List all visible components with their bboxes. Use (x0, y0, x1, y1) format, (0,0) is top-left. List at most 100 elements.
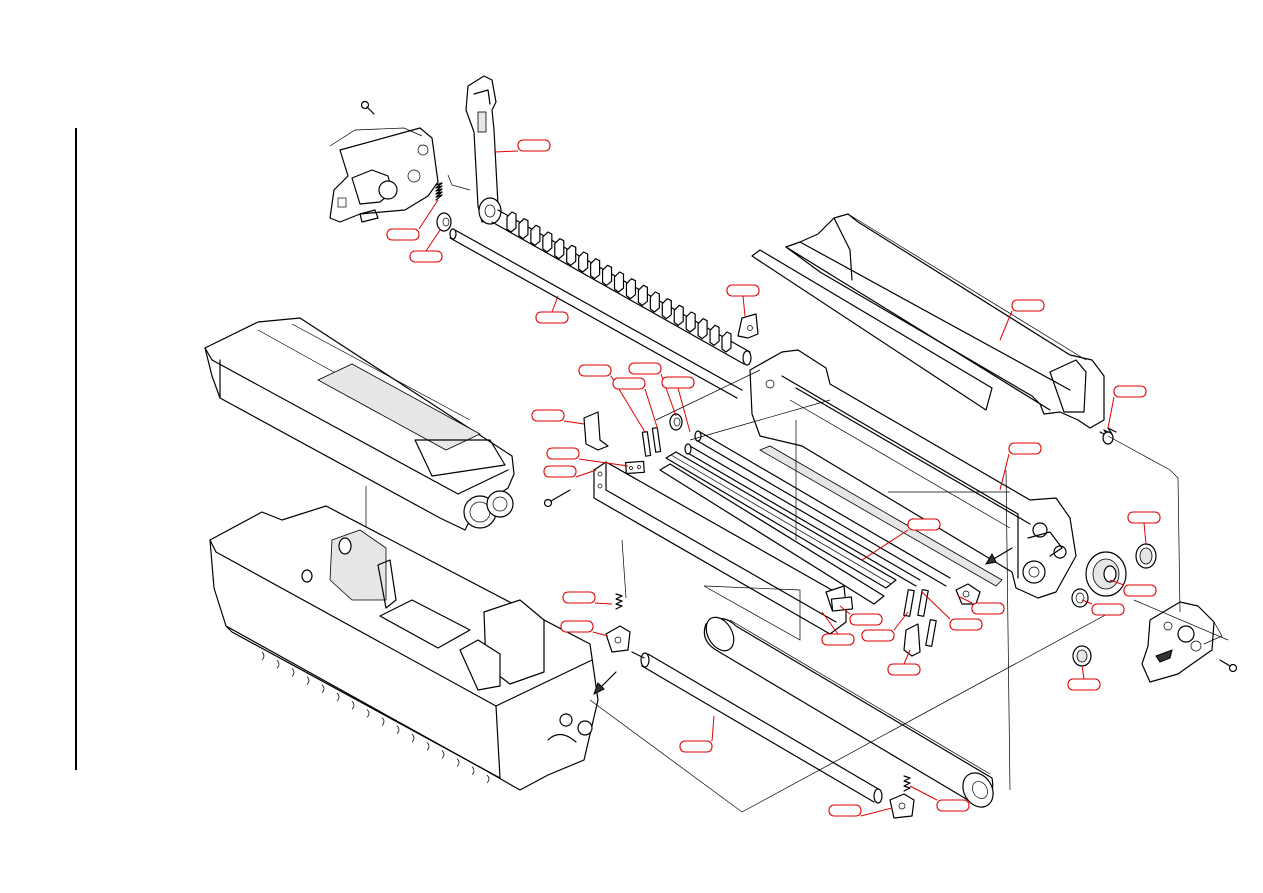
leader-spring-plate (1107, 435, 1181, 613)
auger-coil (506, 211, 517, 233)
clip-left (583, 411, 609, 451)
auger-coil (673, 304, 684, 326)
callout-leader (594, 602, 613, 605)
doctor-blade (665, 451, 897, 589)
hopper-rib (471, 766, 475, 776)
callout-leader (418, 199, 439, 230)
felt-pad-right (830, 596, 854, 612)
leader-plate-screw (1203, 621, 1223, 645)
callout-box (535, 311, 569, 324)
callout-box (560, 620, 594, 633)
callout-leader (578, 458, 629, 467)
callout-leader (1081, 665, 1085, 680)
film-strip (659, 463, 885, 605)
mixing-rod-2 (694, 430, 951, 587)
insert-arrow-hopper (593, 671, 617, 696)
callout-leader (551, 295, 559, 313)
spring-right (1099, 427, 1117, 445)
insert-arrow-housing (984, 547, 1013, 565)
callout-leader (677, 387, 691, 433)
spring-bottom-right (903, 775, 911, 792)
supply-roller (631, 651, 883, 804)
hopper-rib (381, 717, 385, 726)
auger-coil (542, 231, 553, 253)
auger-coil (649, 291, 660, 313)
end-cap-small (955, 583, 981, 605)
end-plate-left (329, 127, 439, 223)
hopper-rib (411, 733, 415, 743)
pad-pair-left (641, 427, 662, 457)
gear-small (1071, 588, 1089, 608)
callout-leader (493, 150, 519, 153)
bushing-center (669, 413, 683, 431)
callout-leader (839, 605, 851, 615)
screw-right (1219, 659, 1238, 673)
leader-spring (447, 174, 471, 191)
leader-screw-plate (329, 127, 423, 147)
callout-box (849, 613, 883, 626)
callout-labels (386, 139, 1161, 817)
hopper-rib (321, 684, 325, 694)
callout-box (887, 663, 921, 676)
auger-coil (590, 258, 601, 280)
callout-leader (999, 310, 1013, 341)
hopper-rib (486, 774, 490, 784)
bearing-left (605, 625, 631, 653)
callout-leader (575, 469, 597, 478)
callout-box (971, 602, 1005, 615)
auger-coil (518, 218, 529, 240)
clip-right (903, 619, 937, 657)
callout-box (578, 364, 612, 377)
auger-coil (554, 238, 565, 260)
auger-coils (506, 211, 732, 353)
end-plate-right (1141, 601, 1215, 683)
gear-bottom (1072, 645, 1092, 667)
hopper-rib (441, 750, 445, 759)
callout-box (936, 799, 970, 812)
toner-hopper-base (209, 505, 599, 791)
callout-box (531, 409, 565, 422)
auger-coil (637, 284, 648, 306)
hopper-rib (291, 668, 295, 677)
hopper-rib (351, 700, 355, 710)
hopper-rib (306, 676, 310, 685)
callout-leader (1143, 522, 1147, 545)
auger-coil (685, 311, 696, 333)
callout-leader (563, 420, 585, 425)
toner-cartridge-lid (204, 317, 515, 531)
callout-leader (909, 785, 938, 801)
callout-box (949, 618, 983, 631)
assembly-guide-lines (589, 369, 1229, 813)
pad-pair-right (903, 589, 929, 617)
auger-coil (613, 271, 625, 293)
auger-coil (721, 331, 732, 353)
callout-leader (711, 715, 715, 742)
callout-leader (921, 591, 951, 620)
auger-coil (530, 224, 541, 246)
callout-box (679, 740, 713, 753)
felt-pad (625, 460, 645, 475)
bearing-right (889, 793, 915, 819)
callout-leader (644, 388, 659, 431)
auger-coil (709, 324, 720, 346)
bushing-left (436, 212, 452, 232)
callout-box (1011, 299, 1045, 312)
callout-leader (861, 529, 909, 561)
callout-box (1091, 603, 1125, 616)
callout-leader (893, 611, 909, 631)
hopper-rib (261, 651, 265, 661)
callout-box (907, 518, 941, 531)
hopper-rib (366, 709, 370, 718)
callout-leader (742, 295, 746, 317)
hopper-rib (456, 758, 460, 767)
callout-leader (860, 807, 893, 817)
seal-bar (593, 461, 847, 635)
auger-coil (601, 264, 613, 286)
developer-roller (703, 616, 994, 808)
auger-coil (661, 298, 672, 320)
callout-box (661, 376, 695, 389)
hopper-ribs (261, 651, 490, 784)
hopper-rib (396, 725, 400, 735)
developer-housing (749, 349, 1077, 599)
